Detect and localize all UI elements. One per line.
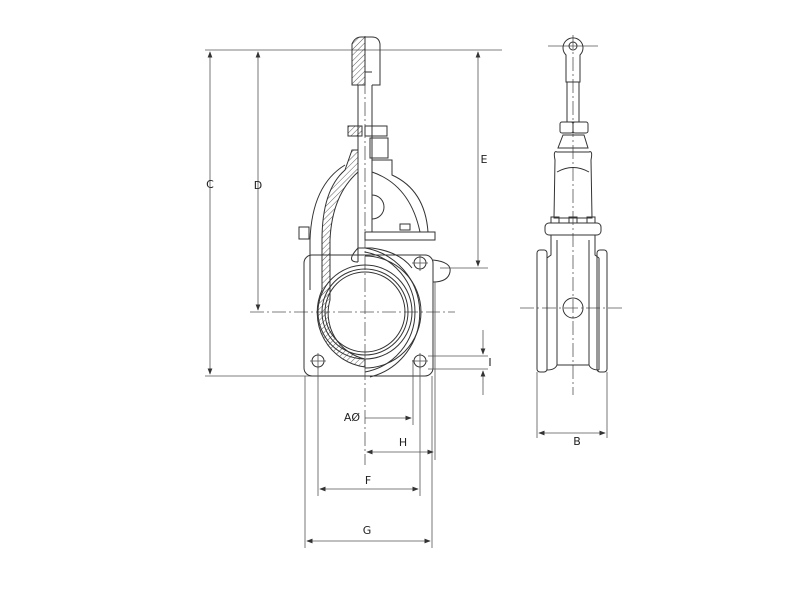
side-stem	[566, 81, 580, 123]
side-lug	[432, 259, 451, 283]
flange-plate	[303, 254, 434, 377]
side-nut	[559, 121, 574, 134]
label-F: F	[365, 474, 371, 487]
label-G: G	[363, 524, 372, 537]
stem-guide	[371, 194, 385, 220]
yoke-section	[351, 36, 366, 86]
label-C: C	[206, 178, 214, 191]
front-view: C D E I AØ H F G	[205, 36, 502, 548]
side-bonnet	[553, 151, 593, 219]
side-view: B	[520, 35, 625, 448]
side-bolt	[298, 226, 310, 240]
gland-nut	[347, 125, 363, 137]
side-flange-right	[596, 249, 608, 373]
bonnet-flange	[364, 231, 436, 241]
label-E: E	[481, 153, 488, 166]
side-flange-left	[536, 249, 548, 373]
side-bonnet-flange	[544, 222, 602, 236]
bonnet-outline	[372, 159, 429, 233]
body-section	[316, 149, 366, 368]
side-center-port	[562, 297, 584, 319]
label-D: D	[254, 179, 262, 192]
label-A: AØ	[344, 411, 361, 424]
label-B: B	[573, 435, 581, 448]
gate-wedge	[351, 247, 413, 269]
label-H: H	[399, 436, 407, 449]
stem-eye	[562, 37, 584, 83]
label-I: I	[488, 356, 491, 369]
